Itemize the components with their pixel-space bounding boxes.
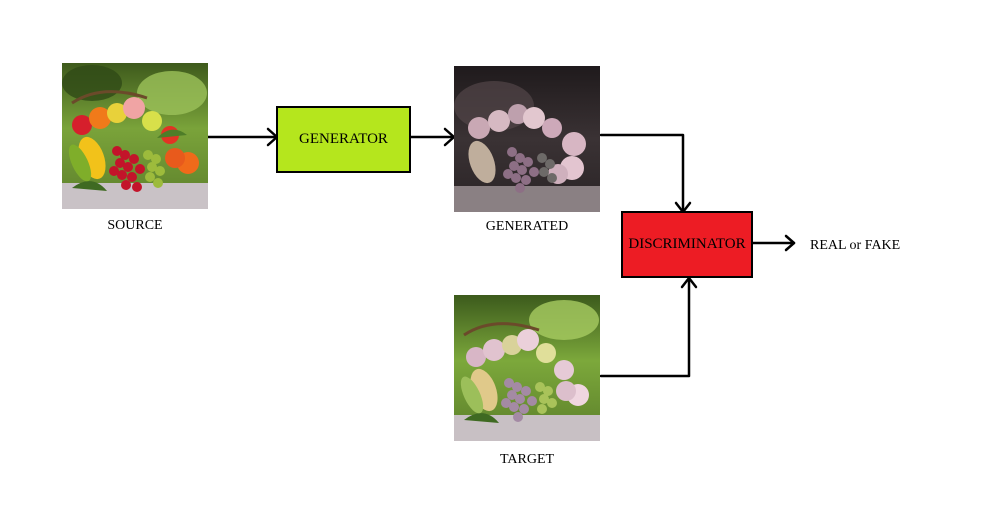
fruit-basket-desaturated-graphic [454, 66, 600, 212]
target-image [454, 295, 600, 441]
fruit-basket-pastel-graphic [454, 295, 600, 441]
arrowhead-discriminator-bottom [680, 276, 698, 289]
arrow-generated-to-discriminator [599, 133, 685, 213]
fruit-basket-color-graphic [62, 63, 208, 209]
arrowhead-output [784, 234, 796, 252]
generated-label: GENERATED [485, 219, 569, 234]
arrowhead-generated [443, 127, 456, 147]
discriminator-box: DISCRIMINATOR [621, 211, 753, 278]
generator-box: GENERATOR [276, 106, 411, 173]
output-label: REAL or FAKE [810, 238, 901, 253]
target-label: TARGET [499, 452, 555, 467]
discriminator-label: DISCRIMINATOR [628, 236, 746, 252]
source-label: SOURCE [107, 218, 163, 233]
generated-image [454, 66, 600, 212]
arrow-target-to-discriminator [599, 277, 691, 378]
generator-label: GENERATOR [299, 131, 388, 147]
source-image [62, 63, 208, 209]
